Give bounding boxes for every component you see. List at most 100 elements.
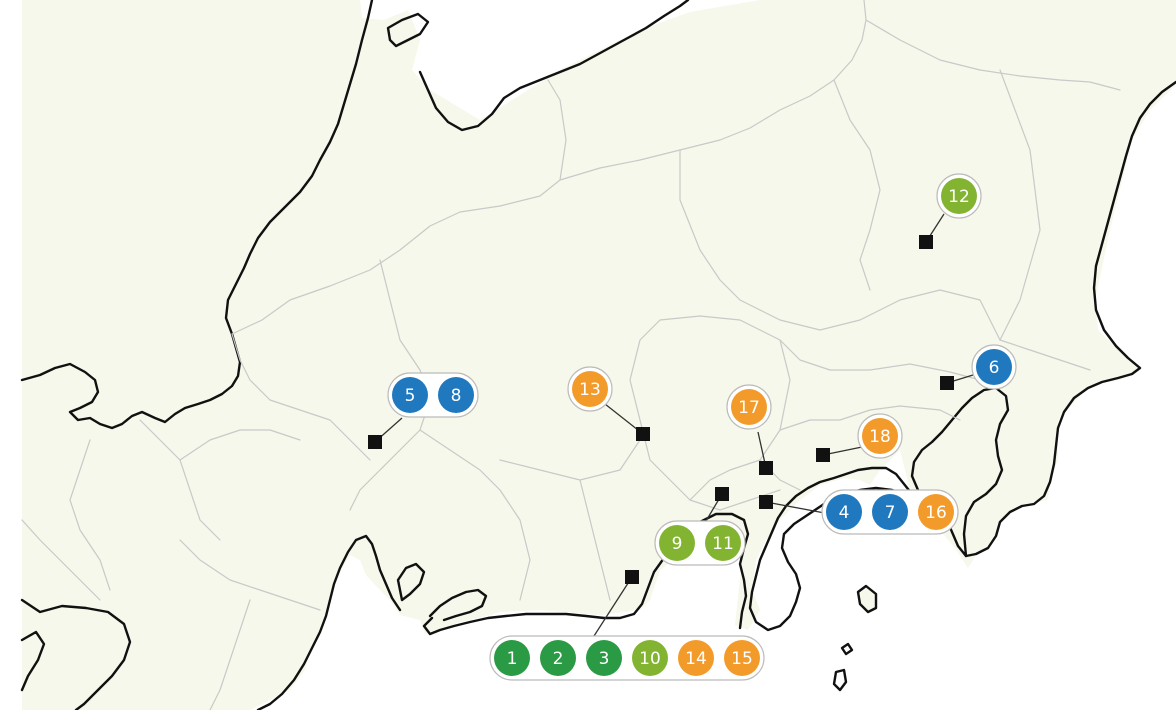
callout-c-g: 4 7 16 bbox=[759, 489, 959, 535]
coastline-ise-bay bbox=[256, 534, 402, 710]
badge-label: 8 bbox=[451, 386, 462, 406]
boundary-niigata-nagano bbox=[231, 79, 567, 335]
badge-circle bbox=[572, 371, 608, 407]
badge-label: 14 bbox=[685, 649, 707, 669]
badge-label: 17 bbox=[738, 398, 760, 418]
badge-label: 15 bbox=[731, 649, 753, 669]
badge-circle bbox=[678, 640, 714, 676]
callout-c-d: 13 bbox=[567, 366, 650, 441]
boundary-gifu-shiga bbox=[179, 539, 321, 611]
badge-label: 9 bbox=[672, 534, 683, 554]
boundary-fukushima bbox=[999, 69, 1041, 341]
boundary-tokyo-kanagawa bbox=[779, 405, 961, 431]
callout-c-b: 6 bbox=[940, 344, 1017, 390]
location-marker[interactable] bbox=[636, 427, 650, 441]
coastline-japan-sea bbox=[20, 0, 374, 430]
badge-label: 4 bbox=[839, 503, 850, 523]
badge-12[interactable]: 12 bbox=[941, 178, 977, 214]
badge-circle bbox=[540, 640, 576, 676]
location-marker[interactable] bbox=[625, 570, 639, 584]
location-marker[interactable] bbox=[759, 495, 773, 509]
badge-9[interactable]: 9 bbox=[659, 525, 695, 561]
badge-circle bbox=[976, 349, 1012, 385]
coastline-izu-islet-1 bbox=[856, 584, 878, 614]
location-marker[interactable] bbox=[816, 448, 830, 462]
badge-circle bbox=[918, 494, 954, 530]
badge-circle bbox=[659, 525, 695, 561]
badge-8[interactable]: 8 bbox=[438, 377, 474, 413]
badge-6[interactable]: 6 bbox=[976, 349, 1012, 385]
callout-c-f: 18 bbox=[816, 413, 903, 462]
coastline-sado bbox=[386, 12, 430, 48]
badge-13[interactable]: 13 bbox=[572, 371, 608, 407]
badge-label: 13 bbox=[579, 380, 601, 400]
badge-circle bbox=[586, 640, 622, 676]
badge-label: 1 bbox=[507, 649, 518, 669]
coastline-east bbox=[964, 80, 1176, 558]
leader-line bbox=[593, 576, 633, 637]
badge-circle bbox=[862, 418, 898, 454]
boundary-gunma-saitama bbox=[679, 149, 1001, 341]
location-marker[interactable] bbox=[715, 487, 729, 501]
boundary-gifu-toyama bbox=[231, 333, 371, 461]
badge-16[interactable]: 16 bbox=[918, 494, 954, 530]
callout-pill bbox=[489, 635, 765, 681]
callout-c-e: 17 bbox=[726, 384, 773, 475]
coastline-west bbox=[20, 598, 132, 710]
boundary-ishikawa-toyama bbox=[179, 429, 301, 461]
coastline-izu-islet-3 bbox=[832, 668, 848, 692]
callout-c-a: 12 bbox=[919, 173, 982, 249]
badge-circle bbox=[941, 178, 977, 214]
badge-14[interactable]: 14 bbox=[678, 640, 714, 676]
badge-circle bbox=[826, 494, 862, 530]
badge-7[interactable]: 7 bbox=[872, 494, 908, 530]
boundary-niigata-gunma bbox=[559, 0, 867, 181]
coastline-chita bbox=[396, 562, 426, 602]
badge-label: 6 bbox=[989, 358, 1000, 378]
boundary-gunma-tochigi bbox=[833, 79, 881, 291]
badge-1[interactable]: 1 bbox=[494, 640, 530, 676]
callout-c-h: 9 11 bbox=[654, 487, 746, 566]
badge-18[interactable]: 18 bbox=[862, 418, 898, 454]
callout-c-i: 1 2 3 10 14 15 bbox=[489, 570, 765, 681]
leader-line bbox=[765, 501, 831, 515]
badge-11[interactable]: 11 bbox=[705, 525, 741, 561]
badge-5[interactable]: 5 bbox=[392, 377, 428, 413]
coastline-enshu bbox=[428, 588, 488, 622]
badge-circle bbox=[872, 494, 908, 530]
boundary-gifu-fukui bbox=[69, 439, 111, 591]
badge-circle bbox=[392, 377, 428, 413]
boundary-nagano-aichi bbox=[419, 429, 531, 601]
badge-4[interactable]: 4 bbox=[826, 494, 862, 530]
badge-label: 3 bbox=[599, 649, 610, 669]
coastline-southwest bbox=[20, 630, 46, 692]
badge-label: 2 bbox=[553, 649, 564, 669]
location-marker[interactable] bbox=[940, 376, 954, 390]
coastline-izu-islet-2 bbox=[840, 642, 854, 656]
boundary-chiba-ibaraki bbox=[999, 339, 1091, 371]
location-marker[interactable] bbox=[368, 435, 382, 449]
boundary-saitama-tokyo bbox=[779, 339, 981, 381]
badge-3[interactable]: 3 bbox=[586, 640, 622, 676]
badge-circle bbox=[705, 525, 741, 561]
badge-label: 7 bbox=[885, 503, 896, 523]
badge-circle bbox=[494, 640, 530, 676]
location-marker[interactable] bbox=[919, 235, 933, 249]
badge-label: 12 bbox=[948, 187, 970, 207]
location-marker[interactable] bbox=[759, 461, 773, 475]
badge-label: 11 bbox=[712, 534, 734, 554]
badge-2[interactable]: 2 bbox=[540, 640, 576, 676]
badge-label: 10 bbox=[639, 649, 661, 669]
badge-10[interactable]: 10 bbox=[632, 640, 668, 676]
badge-circle bbox=[724, 640, 760, 676]
badge-circle bbox=[632, 640, 668, 676]
badge-label: 18 bbox=[869, 427, 891, 447]
badge-17[interactable]: 17 bbox=[731, 389, 767, 425]
boundary-tochigi-ibaraki bbox=[865, 19, 1121, 91]
badge-15[interactable]: 15 bbox=[724, 640, 760, 676]
boundary-shizuoka-aichi bbox=[579, 479, 611, 601]
badge-circle bbox=[438, 377, 474, 413]
